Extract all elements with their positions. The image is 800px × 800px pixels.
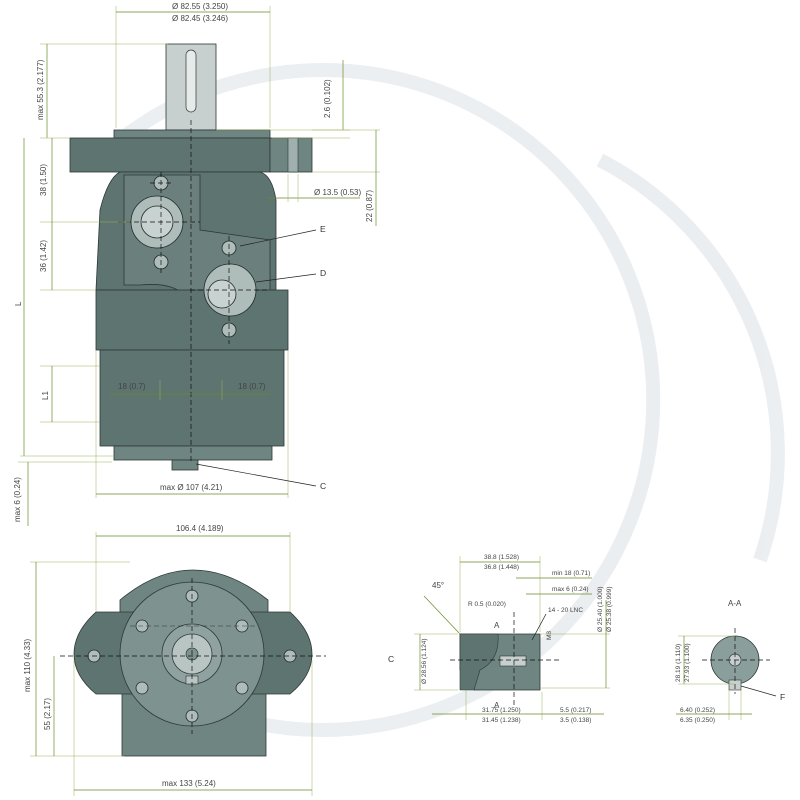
section-title: A-A: [728, 599, 742, 608]
gerotor-section: [99, 349, 285, 447]
dim-max-body: max Ø 107 (4.21): [160, 483, 223, 492]
dim-radius: R 0.5 (0.020): [468, 601, 506, 608]
motor-body: [95, 289, 289, 351]
top-view: Ø 82.55 (3.250) Ø 82.45 (3.246) max 55.3…: [13, 2, 380, 526]
lug-hole: [287, 137, 299, 173]
section-A-top: A: [494, 621, 500, 630]
section-A-bot: A: [494, 701, 500, 710]
dim-key-pos-1: 31.75 (1.250): [482, 707, 521, 714]
dim-port-off-left: 18 (0.7): [118, 382, 146, 391]
dim-key-pos-2: 31.45 (1.238): [482, 717, 521, 724]
dim-length-L1: L1: [41, 391, 50, 400]
mounting-flange: [69, 137, 271, 173]
dim-dia-2: Ø 25.38 (0.999): [606, 586, 613, 632]
front-view: 106.4 (4.189) max 110 (4.33) 55 (2.17) m…: [23, 524, 326, 796]
bolt-head: [171, 459, 199, 471]
dim-dia-1: Ø 25.40 (1.000): [597, 586, 604, 632]
shaft-detail: C 45° R 0.5 (0.020) 38.8 (1.528) 36.8 (1…: [388, 554, 613, 724]
dim-m8: M8: [546, 631, 553, 640]
dim-port-1: 38 (1.50): [39, 164, 48, 196]
dim-end-2: 3.5 (0.138): [560, 717, 591, 724]
dim-sec-v1: 28.19 (1.110): [675, 644, 682, 682]
label-E: E: [320, 224, 326, 234]
end-cover: [113, 445, 273, 461]
dim-flange-thk: 22 (0.87): [365, 190, 374, 222]
dim-sec-v2: 27.93 (1.100): [684, 643, 691, 682]
label-F: F: [780, 692, 785, 702]
dim-mount-hole: Ø 13.5 (0.53): [314, 188, 361, 197]
label-C: C: [320, 481, 326, 491]
detail-label-C: C: [388, 654, 394, 664]
tapped-hole: [499, 655, 527, 667]
port-a-bore: [140, 205, 174, 239]
shaft-keyway: [185, 49, 197, 113]
dim-thread: 14 - 20 LNC: [548, 607, 583, 614]
dim-outer-2: Ø 82.45 (3.246): [172, 14, 228, 23]
dim-width-top: 106.4 (4.189): [176, 524, 224, 533]
dim-port-off-right: 18 (0.7): [238, 382, 266, 391]
dim-angle: 45°: [432, 581, 444, 590]
dim-max-shaft: max 55.3 (2.177): [36, 59, 45, 120]
dim-key-w1: 6.40 (0.252): [680, 707, 715, 714]
dim-len-1: 38.8 (1.528): [484, 554, 519, 561]
dim-max-len: max 6 (0.24): [552, 586, 589, 593]
section-view: A-A 28.19 (1.110) 27.93 (1.100) 6.40 (0.…: [675, 599, 785, 724]
dim-max-width: max 133 (5.24): [162, 779, 216, 788]
dim-outer-1: Ø 82.55 (3.250): [172, 2, 228, 11]
dim-max-bottom: max 6 (0.24): [13, 477, 22, 522]
label-D: D: [320, 268, 326, 278]
dim-key-w2: 6.35 (0.250): [680, 717, 715, 724]
dim-max-height: max 110 (4.33): [23, 638, 32, 692]
port-b-bore: [207, 279, 237, 309]
watermark: [115, 63, 785, 737]
dim-half-height: 55 (2.17): [43, 698, 52, 730]
dim-len-2: 36.8 (1.448): [484, 564, 519, 571]
dim-port-2: 36 (1.42): [39, 240, 48, 272]
dim-min-len: min 18 (0.71): [552, 570, 590, 577]
dim-dia-key: Ø 28.56 (1.124): [421, 638, 428, 684]
dim-flange-step: 2.6 (0.102): [323, 79, 332, 118]
dim-end-1: 5.5 (0.217): [560, 707, 591, 714]
dim-length-L: L: [14, 301, 23, 306]
pilot-ring: [113, 129, 271, 139]
